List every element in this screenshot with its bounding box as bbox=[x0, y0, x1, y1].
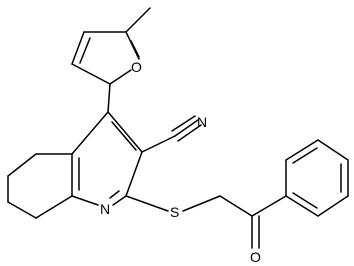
furan-double-bond-inner-2 bbox=[130, 40, 140, 58]
pyridine-bond-c3-c2 bbox=[125, 151, 143, 197]
furan-bond-c3-c2 bbox=[71, 63, 111, 85]
nitrile-triple-bond-2 bbox=[171, 115, 196, 132]
cyclohexane-bond-5 bbox=[35, 195, 73, 219]
sulfur-to-ch2-bond bbox=[182, 195, 221, 212]
pyridine-bond-c4a-c4 bbox=[71, 111, 109, 155]
c2-to-sulfur-bond bbox=[125, 195, 169, 212]
nitrile-triple-bond-1 bbox=[174, 119, 199, 137]
pyridine-double-bond-inner-2 bbox=[109, 190, 120, 199]
pyridine-double-bond-inner-1 bbox=[111, 121, 137, 151]
nitrile-single-bond bbox=[141, 135, 176, 153]
methyl-bond bbox=[125, 7, 151, 33]
cyclohexane-bond-2 bbox=[7, 153, 37, 177]
cyclohexane-bond-4 bbox=[7, 201, 37, 219]
furan-bond-c4-c3 bbox=[71, 31, 85, 65]
furan-oxygen-label: O bbox=[131, 59, 142, 75]
sulfur-label: S bbox=[170, 204, 179, 220]
carbonyl-oxygen-label: O bbox=[250, 249, 261, 265]
pyridine-bond-c2-n bbox=[112, 195, 127, 206]
pyridine-bond-c4-c3 bbox=[107, 111, 143, 153]
phenyl-bond-6 bbox=[285, 195, 319, 217]
furan-to-pyridine-bond bbox=[107, 83, 111, 113]
ring-nitrogen-label: N bbox=[100, 201, 110, 217]
nitrile-triple-bond-3 bbox=[177, 124, 202, 142]
phenyl-bond-3 bbox=[317, 139, 349, 161]
phenyl-bond-2 bbox=[285, 139, 319, 161]
phenyl-double-bond-inner-3 bbox=[292, 192, 318, 209]
ch2-to-carbonyl-bond bbox=[219, 195, 253, 217]
furan-double-bond-inner-1 bbox=[79, 37, 91, 64]
carbonyl-to-phenyl-bond bbox=[251, 195, 287, 217]
furan-bond-c2-o bbox=[109, 69, 132, 85]
nitrile-nitrogen-label: N bbox=[197, 114, 207, 130]
phenyl-bond-5 bbox=[317, 195, 349, 217]
phenyl-double-bond-inner-1 bbox=[292, 147, 318, 164]
pyridine-bond-n-c8a bbox=[71, 195, 99, 206]
